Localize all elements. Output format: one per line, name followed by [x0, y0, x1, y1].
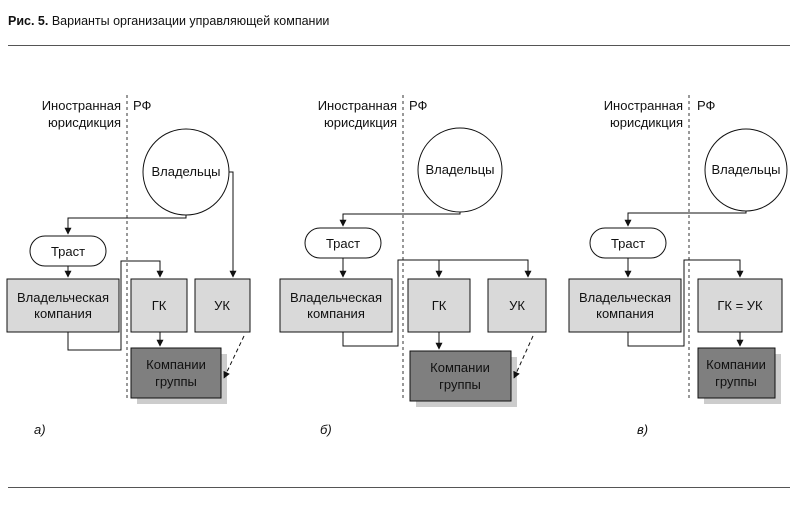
rf-label: РФ	[697, 98, 716, 113]
panel-c: Иностранная юрисдикция РФ Владельцы Трас…	[568, 95, 788, 437]
arrow-owners-trust	[624, 211, 747, 227]
arrow-owner-company-gk	[67, 260, 164, 351]
group-companies-label-1: Компании	[706, 357, 766, 372]
arrow-owners-trust	[339, 212, 461, 227]
owner-company-box	[568, 278, 682, 333]
group-companies-label-2: группы	[439, 377, 481, 392]
owner-company-label-1: Владельческая	[17, 290, 109, 305]
owner-company-label-1: Владельческая	[290, 290, 382, 305]
group-companies-label-2: группы	[155, 374, 197, 389]
caption-text: Варианты организации управляющей компани…	[51, 14, 330, 28]
owner-company-box	[279, 278, 393, 333]
foreign-label-1: Иностранная	[318, 98, 397, 113]
foreign-label-1: Иностранная	[42, 98, 121, 113]
foreign-label-2: юрисдикция	[610, 115, 683, 130]
foreign-label-2: юрисдикция	[48, 115, 121, 130]
group-companies-label-2: группы	[715, 374, 757, 389]
owners-label: Владельцы	[151, 164, 220, 179]
uk-box	[194, 278, 251, 333]
owner-company-label-2: компания	[307, 306, 365, 321]
top-rule	[8, 45, 790, 46]
owners-label: Владельцы	[425, 162, 494, 177]
uk-label: УК	[509, 298, 525, 313]
owner-company-label-1: Владельческая	[579, 290, 671, 305]
sublabel-a: а)	[34, 422, 46, 437]
panel-b: Иностранная юрисдикция РФ Владельцы Трас…	[279, 95, 547, 437]
gk-label: ГК	[152, 298, 167, 313]
foreign-label-1: Иностранная	[604, 98, 683, 113]
owners-label: Владельцы	[711, 162, 780, 177]
gk-box	[130, 278, 188, 333]
uk-label: УК	[214, 298, 230, 313]
uk-box	[487, 278, 547, 333]
bottom-rule	[8, 487, 790, 488]
owner-company-label-2: компания	[34, 306, 92, 321]
arrow-uk-group-dashed	[223, 335, 245, 379]
trust-label: Траст	[326, 236, 360, 251]
owner-company-label-2: компания	[596, 306, 654, 321]
gk-uk-label: ГК = УК	[717, 298, 763, 313]
gk-box	[407, 278, 471, 333]
gk-label: ГК	[432, 298, 447, 313]
figure-caption: Рис. 5. Варианты организации управляющей…	[8, 14, 329, 28]
rf-label: РФ	[133, 98, 152, 113]
panel-a: Иностранная юрисдикция РФ Владельцы Трас…	[6, 95, 251, 437]
arrow-owner-company-uk	[342, 259, 532, 347]
trust-label: Траст	[51, 244, 85, 259]
arrow-owners-uk	[229, 171, 237, 278]
rf-label: РФ	[409, 98, 428, 113]
sublabel-c: в)	[637, 422, 648, 437]
arrow-owners-trust	[64, 215, 187, 235]
group-companies-box	[130, 347, 222, 399]
arrow-uk-group-dashed	[513, 335, 534, 379]
group-companies-label-1: Компании	[146, 357, 206, 372]
group-companies-box	[697, 347, 776, 399]
arrow-owner-company-gk-uk	[627, 259, 744, 347]
group-companies-box	[409, 350, 512, 402]
sublabel-b: б)	[320, 422, 332, 437]
owner-company-box	[6, 278, 120, 333]
foreign-label-2: юрисдикция	[324, 115, 397, 130]
group-companies-label-1: Компании	[430, 360, 490, 375]
caption-prefix: Рис. 5.	[8, 14, 49, 28]
trust-label: Траст	[611, 236, 645, 251]
